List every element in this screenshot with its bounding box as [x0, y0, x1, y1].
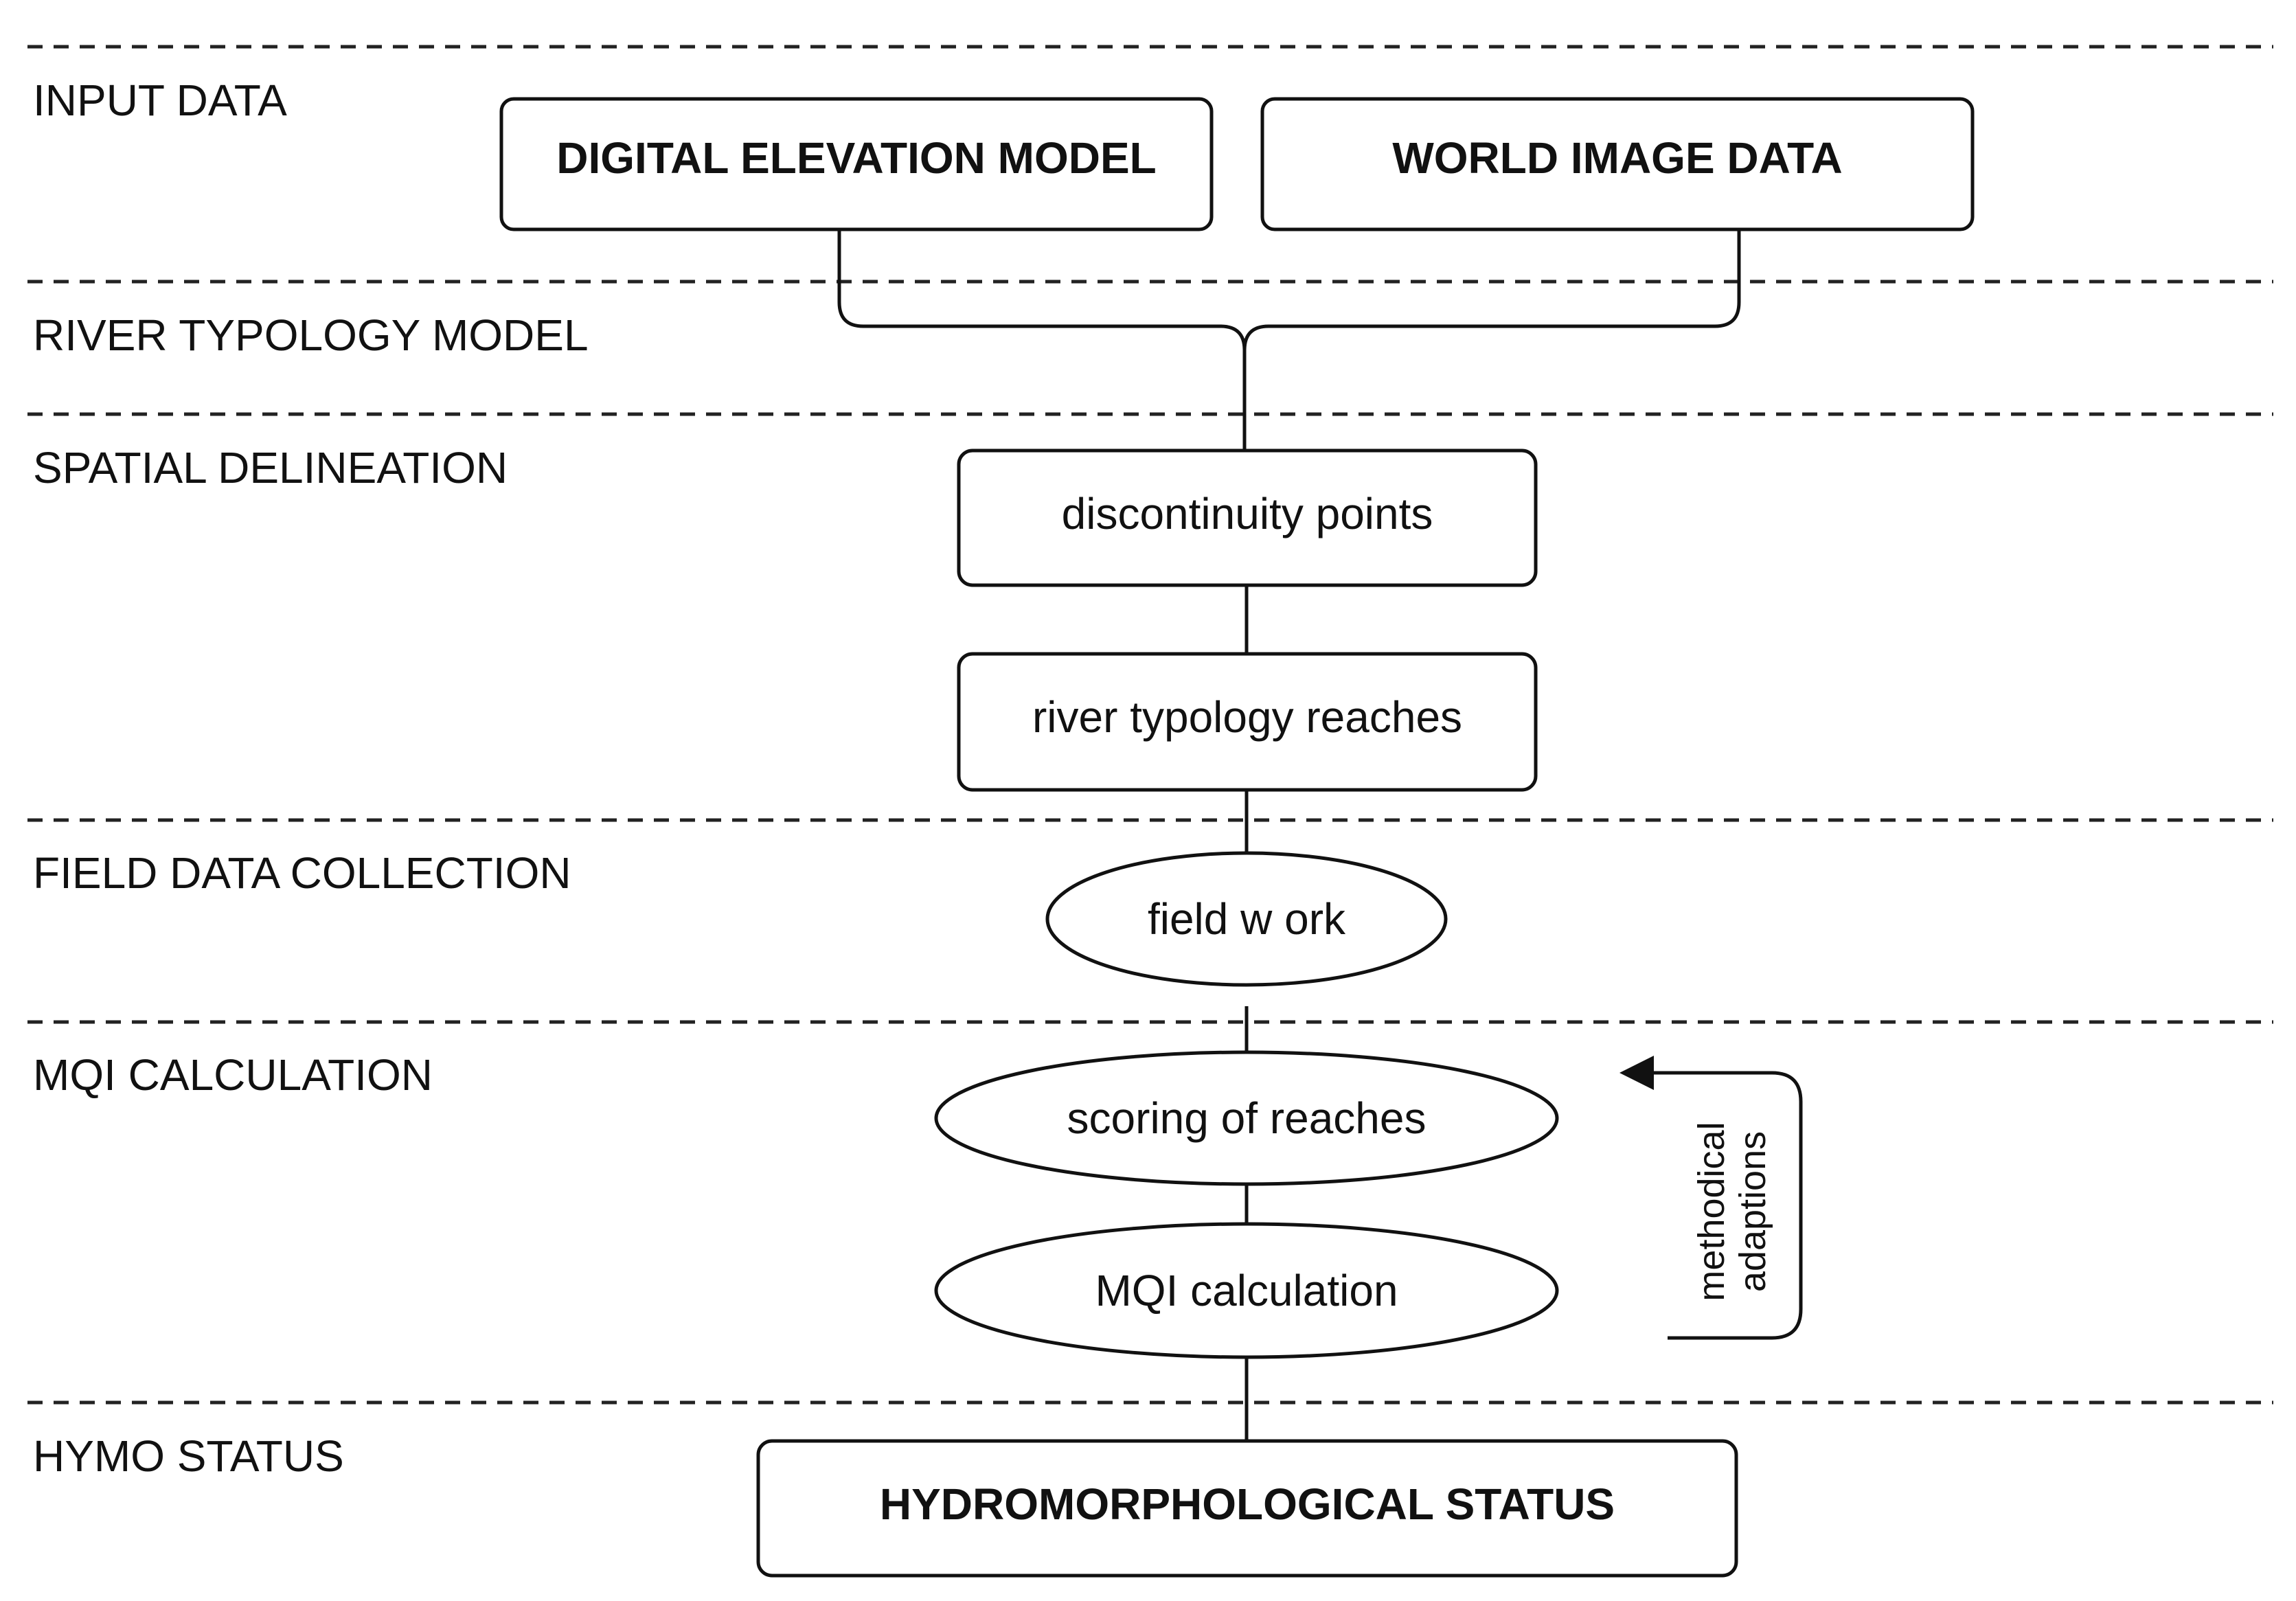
methodical-adaptions-label: methodical adaptions: [1691, 1122, 1773, 1301]
mqi-calculation-ellipse: MQI calculation: [934, 1222, 1559, 1359]
stage-label-input-data: INPUT DATA: [33, 76, 287, 125]
digital-elevation-model-label: DIGITAL ELEVATION MODEL: [556, 133, 1156, 183]
feedback-arrow: [1619, 1056, 1803, 1340]
world-image-data-label: WORLD IMAGE DATA: [1392, 133, 1842, 183]
river-typology-reaches-box: river typology reaches: [957, 652, 1538, 792]
hydromorphological-status-label: HYDROMORPHOLOGICAL STATUS: [880, 1479, 1615, 1529]
stage-label-field-data-collection: FIELD DATA COLLECTION: [33, 848, 571, 898]
stage-label-river-typology-model: RIVER TYPOLOGY MODEL: [33, 310, 589, 360]
river-typology-reaches-label: river typology reaches: [1032, 692, 1462, 742]
field-work-label: field w ork: [1148, 894, 1346, 944]
methodical-label: methodical: [1691, 1122, 1732, 1301]
connector-inputs-merge: [837, 229, 1741, 351]
adaptions-label: adaptions: [1732, 1131, 1773, 1292]
stage-label-mqi-calculation: MQI CALCULATION: [33, 1050, 433, 1100]
world-image-data-box: WORLD IMAGE DATA: [1260, 97, 1975, 231]
discontinuity-points-label: discontinuity points: [1062, 489, 1433, 538]
mqi-calculation-label: MQI calculation: [1095, 1266, 1398, 1315]
scoring-of-reaches-label: scoring of reaches: [1067, 1093, 1427, 1143]
scoring-of-reaches-ellipse: scoring of reaches: [934, 1050, 1559, 1186]
stage-label-hymo-status: HYMO STATUS: [33, 1431, 344, 1481]
hydromorphological-status-box: HYDROMORPHOLOGICAL STATUS: [756, 1439, 1738, 1578]
discontinuity-points-box: discontinuity points: [957, 448, 1538, 587]
field-work-ellipse: field w ork: [1045, 851, 1448, 987]
stage-label-spatial-delineation: SPATIAL DELINEATION: [33, 443, 508, 492]
digital-elevation-model-box: DIGITAL ELEVATION MODEL: [499, 97, 1214, 231]
